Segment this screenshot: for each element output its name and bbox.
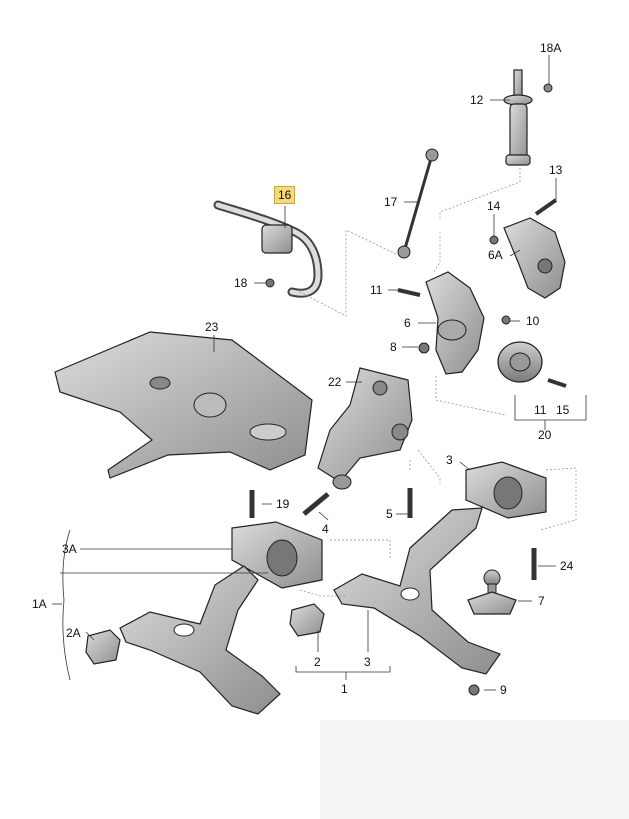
label-23: 23 (205, 320, 219, 334)
label-3-top: 3 (446, 453, 453, 467)
subframe-part (54, 331, 313, 479)
label-12: 12 (470, 93, 484, 107)
label-11-bottom: 11 (534, 403, 547, 417)
nut-14-part (489, 235, 499, 245)
label-10: 10 (526, 314, 540, 328)
bushing-2A-part (85, 629, 121, 665)
label-6A: 6A (488, 248, 503, 262)
label-2: 2 (314, 655, 321, 669)
wheel-hub-part (497, 341, 543, 383)
dashed-guide-lines (295, 168, 577, 597)
label-17: 17 (384, 195, 398, 209)
bolt-4-part (302, 492, 330, 516)
nut-10-part (501, 315, 511, 325)
label-16-highlighted: 16 (274, 186, 296, 204)
control-arm-1A-part (119, 565, 281, 715)
label-18A: 18A (540, 41, 562, 55)
leader-lines (52, 55, 587, 691)
bushing-2-part (289, 603, 325, 637)
label-24: 24 (560, 559, 574, 573)
nut-18A-part (543, 83, 553, 93)
coupling-rod-part (397, 148, 439, 259)
wheel-bearing-housing-6A (503, 217, 566, 299)
label-6: 6 (404, 316, 411, 330)
label-22: 22 (328, 375, 342, 389)
nut-8-part (418, 342, 430, 354)
label-1: 1 (341, 682, 348, 696)
label-18: 18 (234, 276, 248, 290)
bolt-15-part (547, 378, 567, 388)
label-14: 14 (487, 199, 501, 213)
bracket-part (317, 367, 413, 483)
label-13: 13 (549, 163, 563, 177)
label-7: 7 (538, 594, 545, 608)
nut-18-part (265, 278, 275, 288)
label-11-top: 11 (370, 283, 383, 297)
bolt-11-part (397, 288, 421, 297)
label-3: 3 (364, 655, 371, 669)
label-1A: 1A (32, 597, 47, 611)
label-20: 20 (538, 428, 552, 442)
label-15: 15 (556, 403, 570, 417)
label-2A: 2A (66, 626, 81, 640)
background-shade (320, 720, 629, 819)
label-3A: 3A (62, 542, 77, 556)
label-9: 9 (500, 683, 507, 697)
ball-joint-part (467, 569, 517, 615)
strut-part (503, 69, 533, 166)
bolt-13-part (534, 198, 558, 216)
label-5: 5 (386, 507, 393, 521)
label-19: 19 (276, 497, 290, 511)
label-4: 4 (322, 522, 329, 536)
label-8: 8 (390, 340, 397, 354)
nut-9-part (468, 684, 480, 696)
